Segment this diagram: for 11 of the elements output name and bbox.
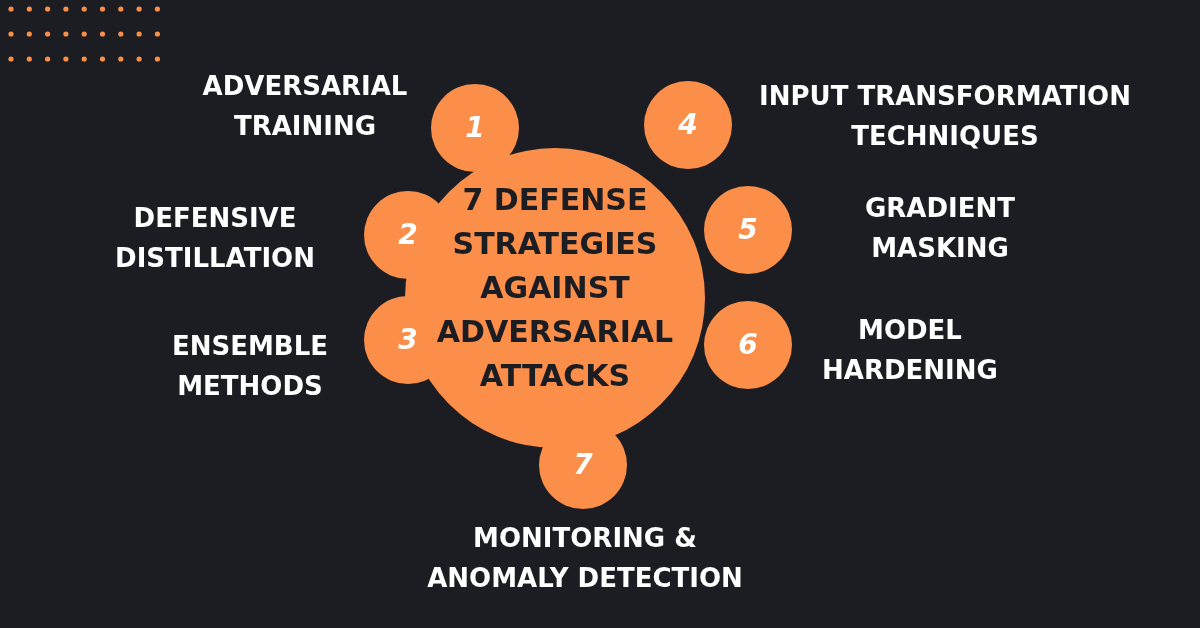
strategy-label: ENSEMBLE METHODS: [171, 330, 329, 403]
step-number-bubble: 1: [431, 84, 519, 172]
strategy-label: MONITORING & ANOMALY DETECTION: [426, 522, 744, 595]
strategy-label: GRADIENT MASKING: [864, 192, 1016, 265]
strategy-label: ADVERSARIAL TRAINING: [201, 70, 409, 143]
step-number-bubble: 4: [644, 81, 732, 169]
step-number-bubble: 5: [704, 186, 792, 274]
strategy-label: DEFENSIVE DISTILLATION: [114, 202, 316, 275]
strategy-label: MODEL HARDENING: [821, 314, 999, 387]
strategy-label: INPUT TRANSFORMATION TECHNIQUES: [758, 80, 1132, 153]
step-number-bubble: 6: [704, 301, 792, 389]
